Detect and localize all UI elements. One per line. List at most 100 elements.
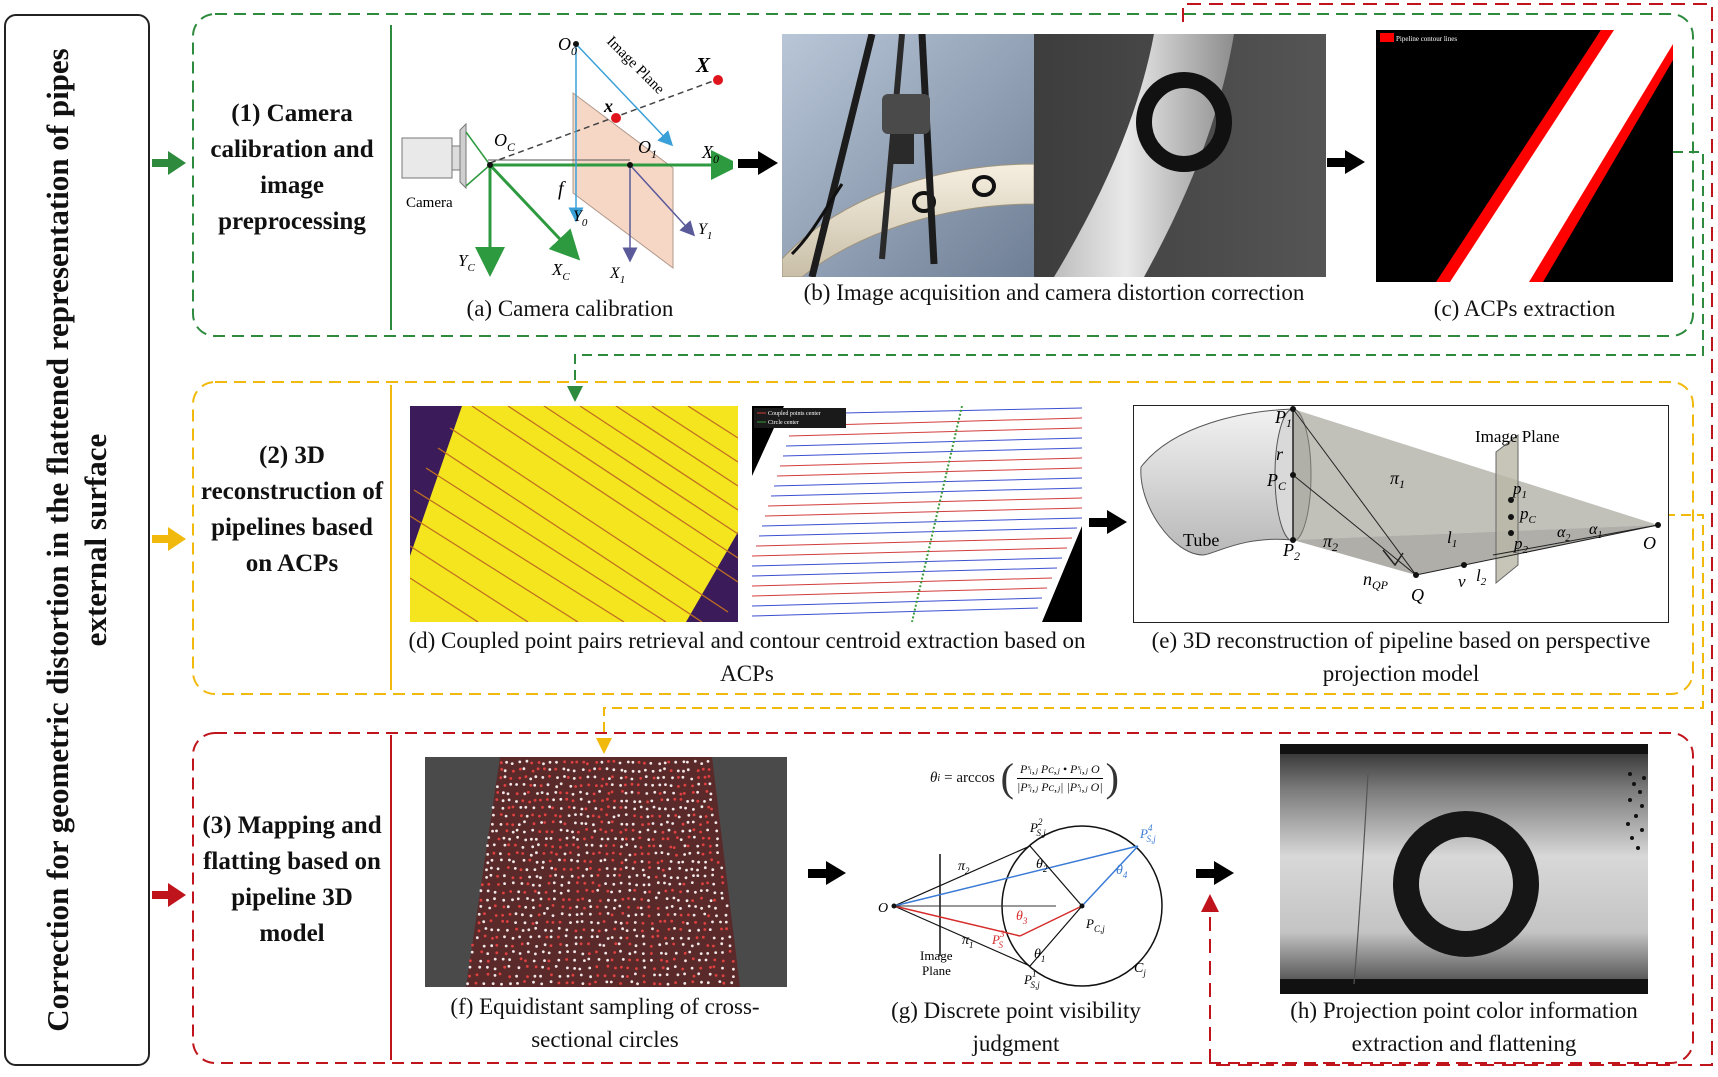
sample-dot	[624, 828, 628, 832]
point-q	[1413, 572, 1419, 578]
sample-dot	[633, 853, 637, 856]
sample-dot	[549, 944, 553, 947]
sample-dot	[591, 881, 595, 885]
sample-dot	[492, 843, 496, 847]
sample-dot	[548, 760, 552, 764]
sample-dot	[682, 769, 685, 773]
sample-dot	[603, 974, 607, 978]
sample-dot	[581, 874, 585, 878]
sample-dot	[600, 837, 604, 841]
sample-dot	[627, 905, 630, 909]
sample-dot	[619, 830, 623, 834]
sample-dot	[581, 952, 585, 956]
sample-dot	[596, 974, 600, 977]
sample-dot	[709, 792, 713, 796]
sample-dot	[640, 913, 644, 916]
photo-pipe-marker	[1034, 34, 1326, 277]
sample-dot	[537, 843, 540, 847]
sample-dot	[493, 897, 496, 901]
sample-dot	[600, 820, 604, 824]
sample-dot	[583, 906, 586, 910]
sample-dot	[703, 912, 707, 916]
sample-dot	[701, 852, 705, 856]
legend-d: Coupled points center Circle center	[754, 408, 846, 428]
sample-dot	[672, 791, 675, 795]
sample-dot	[571, 792, 575, 796]
sample-dot	[493, 967, 497, 971]
sample-dot	[560, 875, 564, 879]
sample-dot	[652, 805, 656, 809]
sample-dot	[558, 920, 562, 924]
sample-dot	[553, 897, 556, 901]
sample-dot	[541, 860, 545, 864]
sample-dot	[532, 906, 535, 909]
sample-dot	[642, 883, 646, 887]
sample-dot	[606, 889, 610, 893]
sample-dot	[554, 867, 557, 871]
sample-dot	[687, 813, 691, 817]
sample-dot	[612, 815, 616, 819]
sample-dot	[496, 867, 500, 871]
sample-dot	[728, 944, 732, 948]
sample-dot	[704, 860, 707, 864]
sample-dot	[644, 768, 647, 772]
sample-dot	[704, 815, 708, 818]
sample-dot	[635, 934, 639, 938]
sample-dot	[605, 813, 609, 817]
caption-e: (e) 3D reconstruction of pipeline based …	[1151, 628, 1651, 686]
label-image-plane-g-2: Plane	[922, 963, 951, 978]
sample-dot	[569, 921, 572, 924]
sample-dot	[639, 815, 643, 819]
sample-dot	[665, 959, 669, 963]
sample-dot	[699, 815, 702, 819]
sample-dot	[559, 891, 563, 895]
sample-dot	[500, 858, 503, 862]
sample-dot	[496, 791, 500, 794]
sample-dot	[487, 882, 491, 886]
sample-dot	[677, 776, 680, 779]
sample-dot	[601, 777, 605, 781]
point-image-x	[611, 113, 621, 123]
sample-dot	[569, 784, 573, 788]
sample-dot	[610, 890, 613, 894]
sample-dot	[501, 957, 505, 961]
process-arrow-b-c	[1327, 150, 1365, 174]
sample-dot	[692, 874, 695, 877]
sample-dot	[557, 981, 561, 985]
label-image-plane-e: Image Plane	[1475, 427, 1560, 446]
sample-dot	[604, 951, 608, 955]
sample-dot	[525, 759, 529, 763]
sample-dot	[683, 853, 686, 856]
sample-dot	[565, 843, 569, 847]
sample-dot	[511, 823, 515, 827]
sample-dot	[511, 936, 515, 940]
sample-dot	[613, 927, 617, 931]
sample-dot	[663, 791, 666, 794]
sample-dot	[535, 945, 538, 948]
sample-dot	[696, 844, 700, 848]
sample-dot	[621, 958, 625, 961]
sample-dot	[551, 845, 554, 848]
sample-dot	[495, 829, 498, 833]
sample-dot	[554, 767, 558, 771]
camera-calibration-diagram: O0 Image Plane X x OC O1 X0 Camera f Y0 …	[401, 34, 733, 286]
sample-dot	[543, 813, 547, 817]
label-p1: P1	[1274, 407, 1292, 430]
sample-dot	[554, 791, 558, 794]
sample-dot	[503, 935, 506, 939]
sample-dot	[479, 905, 483, 908]
sample-dot	[531, 883, 535, 887]
sample-dot	[620, 845, 623, 849]
sample-dot	[675, 853, 678, 857]
sample-dot	[520, 814, 523, 818]
sample-dot	[583, 859, 587, 863]
sample-dot	[575, 760, 579, 764]
sample-dot	[657, 866, 660, 870]
sample-dot	[719, 920, 722, 924]
sample-dot	[671, 807, 675, 811]
sample-dot	[579, 813, 583, 816]
sample-dot	[683, 972, 686, 976]
sample-dot	[496, 928, 500, 932]
plane-pi2	[1293, 525, 1658, 575]
sample-dot	[501, 919, 505, 923]
